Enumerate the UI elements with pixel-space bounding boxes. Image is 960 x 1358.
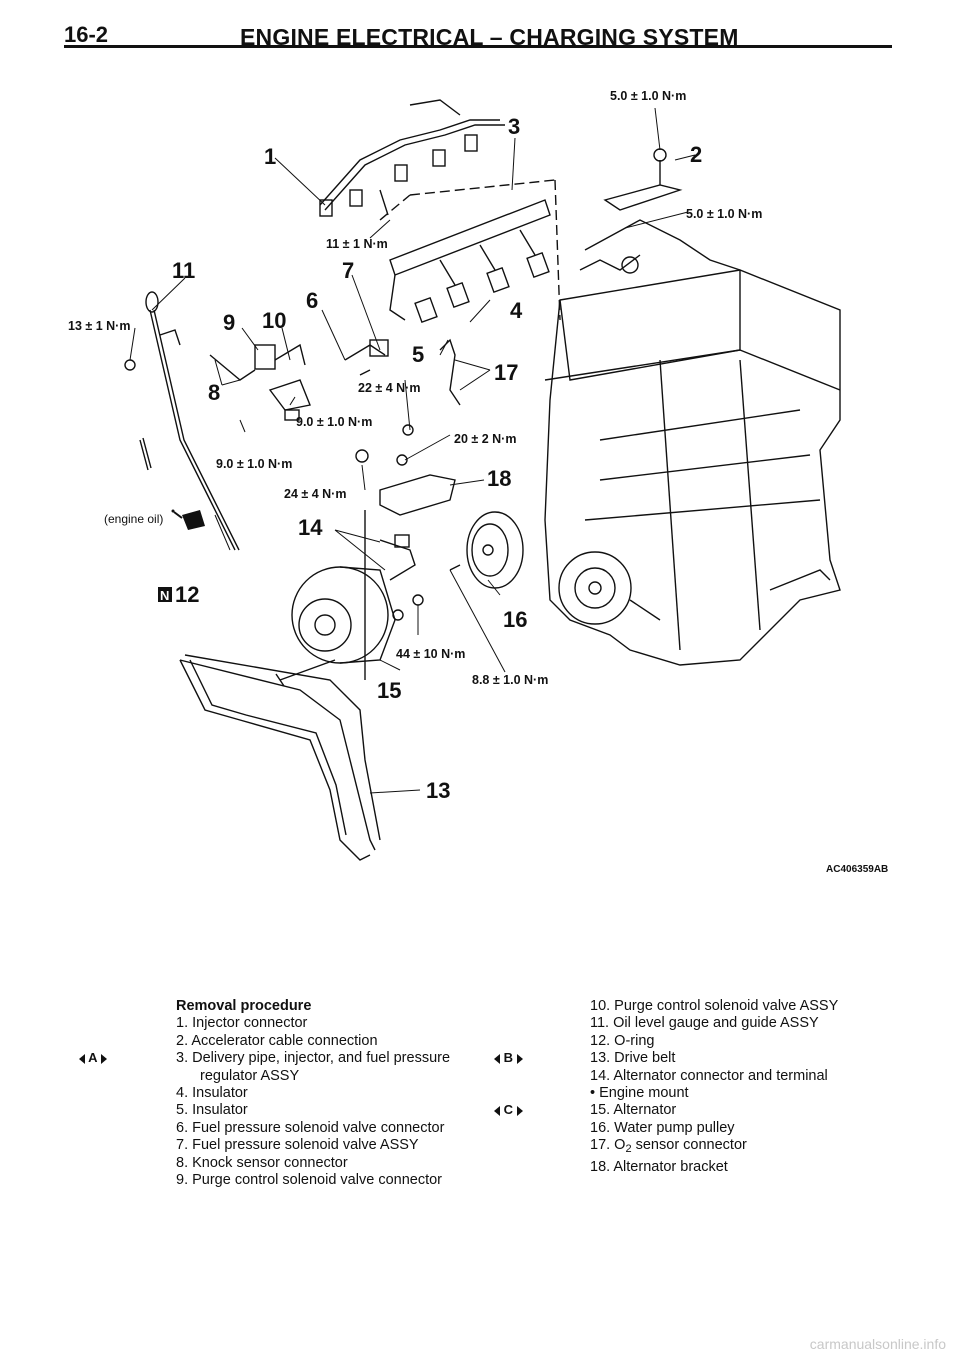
list-item: 1. Injector connector xyxy=(176,1015,308,1032)
callout-5: 5 xyxy=(412,342,424,367)
torque-label: 9.0 ± 1.0 N·m xyxy=(296,415,372,429)
procedure-column-1: Removal procedure 1. Injector connector … xyxy=(176,998,450,1189)
torque-label: 11 ± 1 N·m xyxy=(326,237,388,251)
torque-label: 24 ± 4 N·m xyxy=(284,487,346,501)
list-item: 8. Knock sensor connector xyxy=(176,1154,348,1171)
callout-7: 7 xyxy=(342,258,354,283)
list-item: 11. Oil level gauge and guide ASSY xyxy=(590,1015,819,1032)
left-triangle-icon xyxy=(79,1053,85,1064)
list-item: regulator ASSY xyxy=(200,1067,300,1084)
callout-11: 11 xyxy=(172,258,195,283)
torque-label: 5.0 ± 1.0 N·m xyxy=(610,89,686,103)
right-triangle-icon xyxy=(100,1053,107,1064)
page-header: 16-2 ENGINE ELECTRICAL – CHARGING SYSTEM xyxy=(64,18,892,50)
callout-18: 18 xyxy=(487,466,511,491)
callout-16: 16 xyxy=(503,607,527,632)
n-mark-box xyxy=(158,587,172,602)
delivery-pipe xyxy=(389,199,551,276)
torque-label: 13 ± 1 N·m xyxy=(68,319,130,333)
engine-block xyxy=(544,269,841,666)
torque-label: 9.0 ± 1.0 N·m xyxy=(216,457,292,471)
list-item: 9. Purge control solenoid valve connecto… xyxy=(176,1172,442,1189)
list-item: 18. Alternator bracket xyxy=(590,1158,728,1175)
list-item: 3. Delivery pipe, injector, and fuel pre… xyxy=(176,1050,451,1067)
left-triangle-icon xyxy=(494,1105,500,1116)
right-triangle-icon xyxy=(516,1105,523,1116)
callout-1: 1 xyxy=(264,144,276,169)
callout-4: 4 xyxy=(510,298,523,323)
page-number: 16-2 xyxy=(64,22,109,47)
torque-label: 20 ± 2 N·m xyxy=(454,432,516,446)
list-item-o2: 17. O2 sensor connector xyxy=(590,1137,747,1156)
procedure-column-2: 10. Purge control solenoid valve ASSY 11… xyxy=(590,998,838,1176)
list-item: 4. Insulator xyxy=(176,1085,248,1102)
oil-can-icon xyxy=(171,509,205,530)
callout-2: 2 xyxy=(690,142,702,167)
callout-3: 3 xyxy=(508,114,520,139)
callout-6: 6 xyxy=(306,288,318,313)
callout-14: 14 xyxy=(298,515,323,540)
marker-a: A xyxy=(79,1050,107,1065)
n-mark: N xyxy=(160,588,169,603)
right-triangle-icon xyxy=(516,1053,523,1064)
harness-1 xyxy=(319,119,500,206)
marker-c: C xyxy=(494,1102,523,1117)
diagram-drawing xyxy=(124,99,841,861)
oil-level-gauge xyxy=(149,309,236,551)
list-item: 10. Purge control solenoid valve ASSY xyxy=(590,998,839,1014)
list-item: 16. Water pump pulley xyxy=(590,1119,735,1136)
torque-labels: 5.0 ± 1.0 N·m 5.0 ± 1.0 N·m 11 ± 1 N·m 1… xyxy=(68,89,762,687)
leader-lines xyxy=(129,107,696,794)
callout-numbers: 1 2 3 4 5 6 7 8 9 10 11 12 13 14 15 16 1… xyxy=(172,114,702,803)
site-watermark: carmanualsonline.info xyxy=(809,1336,946,1352)
torque-label: 22 ± 4 N·m xyxy=(358,381,420,395)
list-item: 13. Drive belt xyxy=(590,1050,676,1067)
list-item: 6. Fuel pressure solenoid valve connecto… xyxy=(176,1119,445,1136)
list-item: 2. Accelerator cable connection xyxy=(176,1032,378,1049)
list-item: 14. Alternator connector and terminal xyxy=(590,1067,828,1084)
header-rule xyxy=(64,45,892,48)
list-item: 5. Insulator xyxy=(176,1102,248,1119)
list-item: 7. Fuel pressure solenoid valve ASSY xyxy=(176,1137,419,1154)
procedure-heading: Removal procedure xyxy=(176,998,312,1014)
list-item: 15. Alternator xyxy=(590,1102,677,1119)
alternator-bracket xyxy=(379,474,456,516)
alternator xyxy=(291,566,389,664)
left-triangle-icon xyxy=(494,1053,500,1064)
list-item: • Engine mount xyxy=(590,1085,689,1102)
engine-oil-note: (engine oil) xyxy=(104,512,163,526)
callout-10: 10 xyxy=(262,308,286,333)
callout-13: 13 xyxy=(426,778,450,803)
drive-belt xyxy=(179,659,376,851)
exploded-diagram: 1 2 3 4 5 6 7 8 9 10 11 12 13 14 15 16 1… xyxy=(68,89,888,875)
callout-12: 12 xyxy=(175,582,199,607)
torque-label: 44 ± 10 N·m xyxy=(396,647,465,661)
torque-label: 5.0 ± 1.0 N·m xyxy=(686,207,762,221)
water-pump-pulley xyxy=(466,511,524,589)
list-item: 12. O-ring xyxy=(590,1032,655,1049)
callout-9: 9 xyxy=(223,310,235,335)
callout-15: 15 xyxy=(377,678,401,703)
figure-code: AC406359AB xyxy=(826,864,888,875)
callout-17: 17 xyxy=(494,360,518,385)
marker-b: B xyxy=(494,1050,523,1065)
torque-label: 8.8 ± 1.0 N·m xyxy=(472,673,548,687)
callout-8: 8 xyxy=(208,380,220,405)
